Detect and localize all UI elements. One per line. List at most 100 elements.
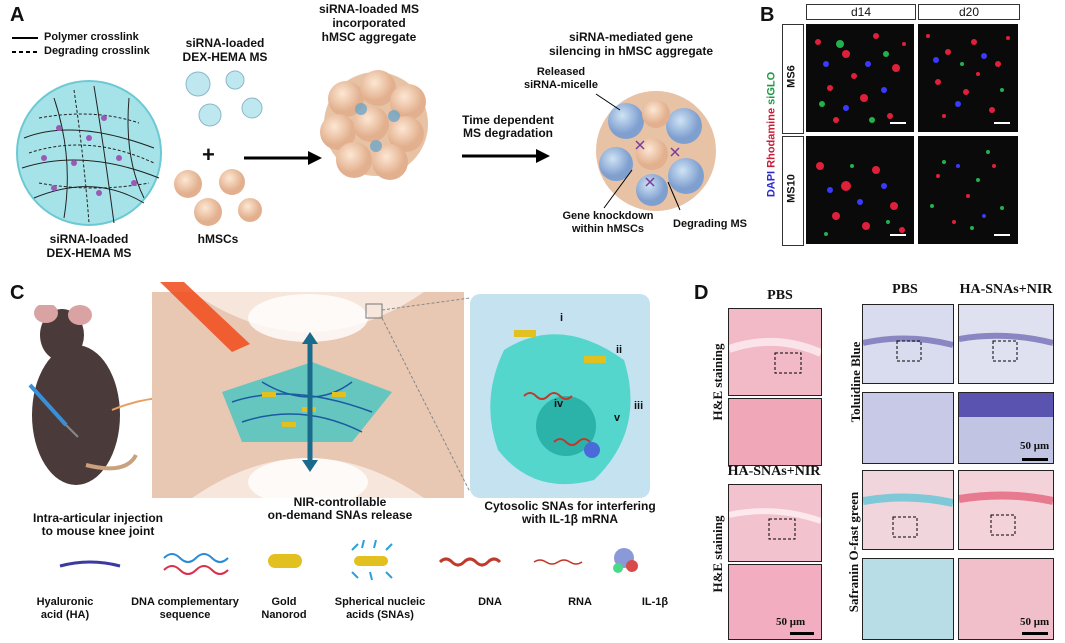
tissue-texture [959, 491, 1053, 536]
scale-label-1: 50 μm [776, 616, 806, 628]
scale-bar [890, 122, 906, 124]
panel-letter-c: C [10, 282, 25, 304]
scale-bar-1 [790, 632, 814, 635]
he-pbs-zoom [728, 398, 822, 466]
gold-nanorod-icon [268, 554, 302, 568]
fluorescence-dots [926, 34, 1010, 118]
panel-letter-a: A [10, 4, 25, 26]
legend-il1b: IL-1β [641, 596, 669, 608]
he-pbs-top [728, 308, 822, 396]
scale-bar [890, 234, 906, 236]
stain-legend: DAPI Rhodamine siGLO [766, 65, 779, 205]
micrograph-ms6-d14 [806, 24, 914, 132]
scale-bar-3 [1022, 632, 1048, 635]
so-pbs-zoom [862, 558, 954, 640]
scale-bar [994, 122, 1010, 124]
step-ii: ii [616, 344, 623, 356]
micrograph-ms10-d14 [806, 136, 914, 244]
plus-sign: + [202, 142, 215, 167]
so-ha-top [958, 470, 1054, 550]
so-pbs-top [862, 470, 954, 550]
legend-icons [59, 540, 638, 581]
step-iv: iv [554, 398, 564, 410]
knee-joint-illustration [152, 292, 464, 498]
column-header-d20: d20 [918, 4, 1020, 20]
stain-dapi: DAPI [765, 170, 778, 198]
tb-pbs-top [862, 304, 954, 384]
label-toluidine: Toluidine Blue [848, 341, 863, 423]
label-safranin: Safranin O-fast green [846, 491, 861, 613]
tissue-texture [863, 335, 953, 362]
scale-bar [994, 234, 1010, 236]
il1b-icon [613, 548, 638, 573]
scale-label-2: 50 μm [1020, 440, 1050, 452]
so-ha-zoom [958, 558, 1054, 640]
dna-sequence-icon-2 [163, 565, 229, 575]
legend-rna: RNA [568, 596, 592, 608]
legend-polymer-crosslink: Polymer crosslink [44, 31, 139, 43]
tissue-texture [729, 508, 821, 540]
micrograph-ms10-d20 [918, 136, 1018, 244]
step-iii: iii [634, 400, 644, 412]
crosslink-legend-lines [12, 37, 38, 53]
he-ha-zoom [728, 564, 822, 640]
legend-dna: DNA [478, 596, 502, 608]
arrow-to-aggregate [244, 151, 322, 165]
micrograph-ms6-d20 [918, 24, 1018, 132]
scale-bar-2 [1022, 458, 1048, 461]
label-pbs-right: PBS [892, 282, 918, 297]
small-microspheres [185, 70, 263, 127]
fluorescence-dots [815, 33, 906, 123]
sna-icon [351, 540, 393, 581]
microsphere-illustration [16, 80, 162, 226]
tissue-texture [729, 337, 821, 374]
mouse-illustration [28, 305, 138, 485]
stain-siglo: siGLO [765, 71, 778, 105]
fluorescence-dots [816, 162, 905, 236]
step-v: v [614, 412, 621, 424]
tissue-texture [959, 332, 1053, 362]
fluorescence-dots [930, 150, 1004, 230]
label-ha-left: HA-SNAs+NIR [727, 464, 821, 479]
hyaluronic-acid-icon [59, 560, 121, 568]
row-label-ms6: MS6 [785, 65, 798, 88]
tb-pbs-zoom [862, 392, 954, 464]
row-header-ms10-box [782, 136, 804, 246]
nir-laser-beam [160, 282, 250, 352]
tissue-texture [863, 493, 953, 538]
cell-illustration [490, 330, 631, 485]
panel-letter-d: D [694, 282, 709, 304]
degrading-ms-label: Degrading MS [673, 218, 747, 230]
cartilage-layer [959, 393, 1053, 417]
dna-sequence-icon [163, 553, 229, 563]
label-ha-right: HA-SNAs+NIR [959, 282, 1053, 297]
hmsc-label: hMSCs [197, 232, 239, 246]
rna-icon [533, 559, 583, 565]
arrow-degradation [462, 149, 550, 163]
zoom-callout-lines [381, 297, 471, 493]
column-header-d14: d14 [806, 4, 916, 20]
step-i: i [560, 312, 564, 324]
row-header-ms6-box [782, 24, 804, 134]
dna-icon [438, 557, 502, 567]
tb-ha-zoom [958, 392, 1054, 464]
hmsc-cells [174, 169, 262, 226]
hmsc-aggregate [320, 70, 428, 180]
label-he-staining-2: H&E staining [710, 515, 725, 593]
label-he-staining-1: H&E staining [710, 343, 725, 421]
